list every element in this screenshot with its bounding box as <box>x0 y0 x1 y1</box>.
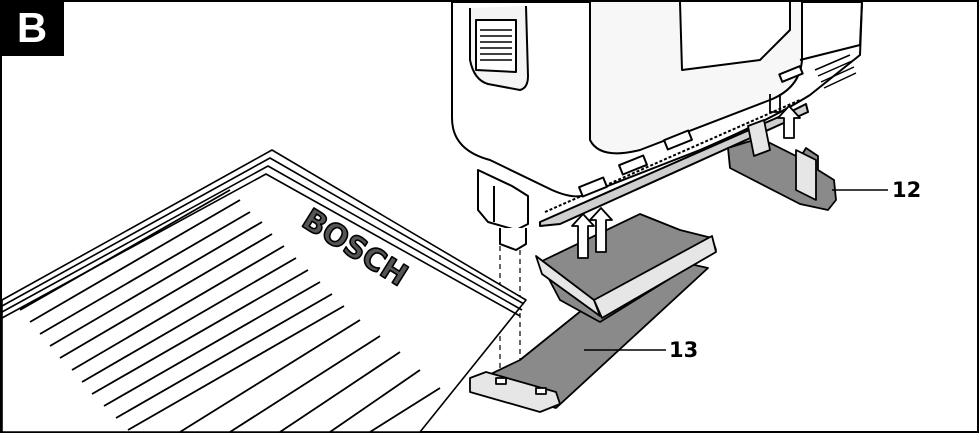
manual-stack: BOSCH <box>1 149 527 433</box>
figure-label: B <box>16 4 48 51</box>
callout-12: 12 <box>892 178 922 202</box>
callout-13: 13 <box>669 338 699 362</box>
guide-part-12 <box>727 94 837 211</box>
jigsaw-body <box>451 1 863 251</box>
tray-part <box>535 207 717 323</box>
figure-label-badge: B <box>0 0 64 56</box>
